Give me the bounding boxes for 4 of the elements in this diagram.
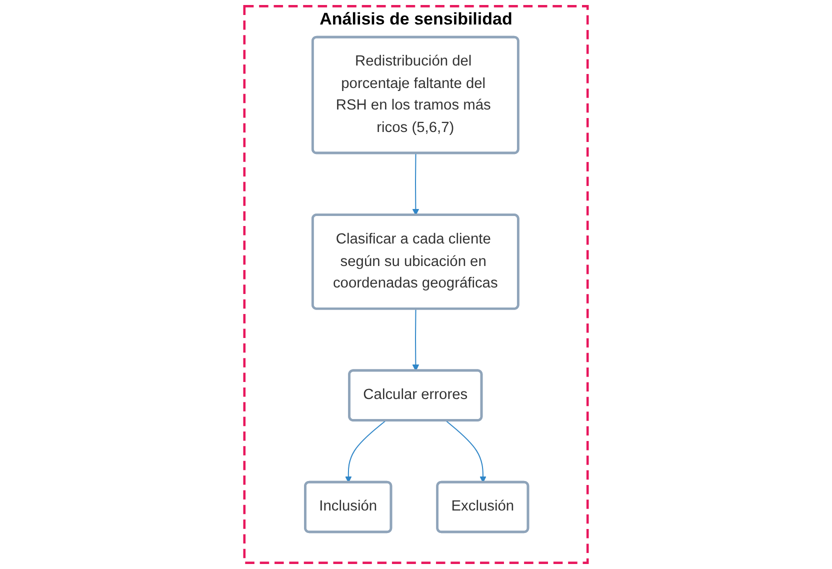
arrow bbox=[345, 420, 386, 483]
arrow bbox=[412, 153, 420, 216]
arrow bbox=[412, 309, 420, 372]
arrow bbox=[445, 420, 486, 483]
